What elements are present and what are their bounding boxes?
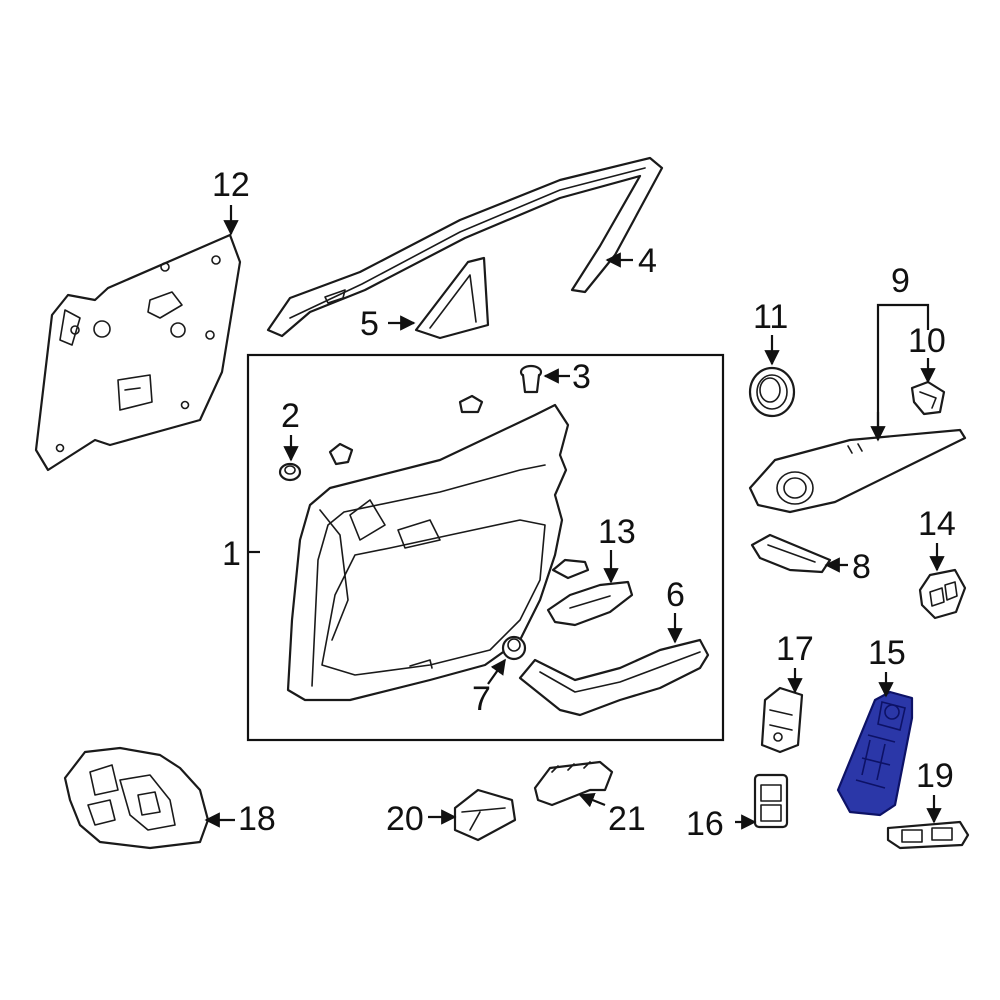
part-12-water-deflector[interactable]: [34, 233, 242, 472]
callout-20: 20: [386, 800, 424, 838]
leader-lines: [204, 205, 945, 830]
part-5-mirror-cover[interactable]: [414, 256, 490, 340]
callout-12: 12: [212, 166, 250, 204]
part-4-window-frame-trim[interactable]: [266, 156, 664, 338]
callout-labels: 12 4 5 3 2 11 9 10 1 13 8 14 6 7 17 15 1…: [212, 166, 956, 843]
part-6-armrest[interactable]: [518, 638, 710, 717]
callout-21: 21: [608, 800, 646, 838]
callout-13: 13: [598, 513, 636, 551]
part-7-knob[interactable]: [501, 635, 527, 661]
part-14-switch[interactable]: [918, 568, 967, 620]
part-clip-small[interactable]: [328, 442, 354, 466]
part-21-bracket[interactable]: [533, 760, 614, 807]
part-9-upper-trim-panel[interactable]: [748, 428, 967, 514]
callout-17: 17: [776, 630, 814, 668]
callout-11: 11: [753, 298, 788, 336]
callout-14: 14: [918, 505, 956, 543]
callout-5: 5: [360, 305, 379, 343]
callout-1: 1: [222, 535, 241, 573]
part-8-switch-bezel[interactable]: [750, 533, 832, 574]
part-10-clip[interactable]: [910, 380, 946, 416]
part-1-door-trim-panel[interactable]: [286, 403, 570, 702]
part-clip-top[interactable]: [458, 394, 484, 414]
callout-3: 3: [572, 358, 591, 396]
callout-2: 2: [281, 397, 300, 435]
part-3-push-pin[interactable]: [519, 364, 543, 394]
part-15-window-switch-assembly[interactable]: [836, 690, 914, 817]
part-19-switch[interactable]: [886, 820, 970, 850]
callout-18: 18: [238, 800, 276, 838]
callout-15: 15: [868, 634, 906, 672]
part-16-window-switch[interactable]: [753, 773, 789, 829]
callout-16: 16: [686, 805, 724, 843]
callout-4: 4: [638, 242, 657, 280]
callout-10: 10: [908, 322, 946, 360]
callout-8: 8: [852, 548, 871, 586]
part-18-seat-switch[interactable]: [63, 746, 210, 850]
part-17-switch-housing[interactable]: [760, 686, 804, 754]
callout-6: 6: [666, 576, 685, 614]
part-1-assembly-frame: [246, 353, 725, 742]
part-11-speaker-grille[interactable]: [748, 366, 796, 418]
part-2-clip[interactable]: [278, 462, 302, 482]
callout-19: 19: [916, 757, 954, 795]
part-20-housing[interactable]: [453, 788, 517, 842]
part-13-inner-handle[interactable]: [546, 558, 634, 627]
callout-9: 9: [891, 262, 910, 300]
callout-7: 7: [472, 680, 491, 718]
